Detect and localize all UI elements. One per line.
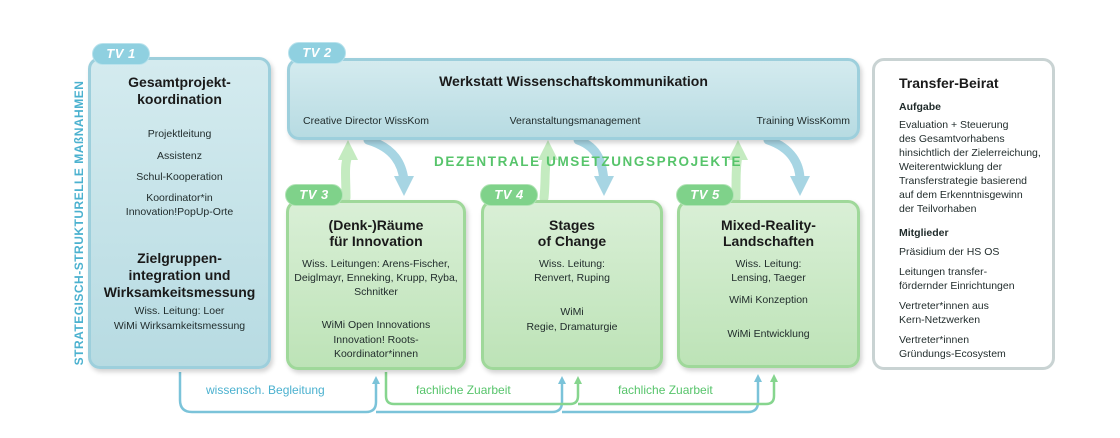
beirat-mitglied: Kern-Netzwerken xyxy=(899,314,981,326)
tv5-title-line1: Mixed-Reality- xyxy=(721,217,816,233)
tv1-item: Projektleitung xyxy=(147,128,212,140)
tv5-line: Wiss. Leitung: xyxy=(735,258,802,270)
tv4-line: WiMi xyxy=(560,306,584,318)
tv1-item: WiMi Wirksamkeitsmessung xyxy=(113,320,246,332)
tv3-title-line2: für Innovation xyxy=(329,233,423,249)
beirat-aufgabe-heading: Aufgabe xyxy=(899,101,941,113)
beirat-box: Transfer-Beirat Aufgabe Evaluation + Ste… xyxy=(872,58,1055,370)
tv2-title: Werkstatt Wissenschaftskommunikation xyxy=(439,73,708,89)
tv1-item: Innovation!PopUp-Orte xyxy=(125,206,234,218)
tv1-box: Gesamtprojekt- koordination Projektleitu… xyxy=(88,57,271,369)
tv5-line: Lensing, Taeger xyxy=(731,272,806,284)
tv1-subtitle-line3: Wirksamkeitsmessung xyxy=(103,284,256,300)
tv1-tab: TV 1 xyxy=(92,43,150,65)
tv3-line: WiMi Open Innovations xyxy=(321,319,431,331)
tv1-subtitle-line2: integration und xyxy=(128,267,231,283)
tv4-title-line1: Stages xyxy=(549,217,595,233)
tv3-title-line1: (Denk-)Räume xyxy=(328,217,424,233)
tv3-box: (Denk-)Räume für Innovation Wiss. Leitun… xyxy=(286,200,466,370)
tv1-item: Schul-Kooperation xyxy=(136,171,223,183)
beirat-mitglied: Leitungen transfer- xyxy=(899,266,988,278)
beirat-mitglied: Vertreter*innen aus xyxy=(899,300,989,312)
tv1-title-line1: Gesamtprojekt- xyxy=(128,74,231,90)
tv4-line: Renvert, Ruping xyxy=(534,272,610,284)
tv3-line: Deiglmayr, Enneking, Krupp, Ryba, xyxy=(294,272,458,284)
tv2-box: Werkstatt Wissenschaftskommunikation Cre… xyxy=(287,58,860,140)
flow-label-begleitung: wissensch. Begleitung xyxy=(206,383,325,397)
tv4-tab: TV 4 xyxy=(480,184,538,206)
tv1-item: Koordinator*in xyxy=(146,192,213,204)
tv4-line: Wiss. Leitung: xyxy=(539,258,605,270)
tv2-item: Training WissKomm xyxy=(756,115,850,127)
tv5-box: Mixed-Reality- Landschaften Wiss. Leitun… xyxy=(677,200,860,368)
tv1-subtitle-line1: Zielgruppen- xyxy=(137,250,222,266)
beirat-mitglied: fördernder Einrichtungen xyxy=(899,280,1015,292)
tv5-tab: TV 5 xyxy=(676,184,734,206)
tv3-line: Innovation! Roots- xyxy=(333,334,419,346)
beirat-aufgabe-line: auf dem Erkenntnisgewinn xyxy=(899,189,1023,201)
tv5-line: WiMi Konzeption xyxy=(729,294,808,306)
tv3-tab: TV 3 xyxy=(285,184,343,206)
tv5-title-line2: Landschaften xyxy=(722,233,814,249)
tv1-item: Wiss. Leitung: Loer xyxy=(134,305,225,317)
tv4-box: Stages of Change Wiss. Leitung: Renvert,… xyxy=(481,200,663,370)
tv5-line: WiMi Entwicklung xyxy=(727,328,810,340)
tv3-line: Schnitker xyxy=(354,286,398,298)
beirat-mitglied: Gründungs-Ecosystem xyxy=(899,348,1006,360)
tv3-line: Koordinator*innen xyxy=(333,348,419,360)
beirat-aufgabe-line: Weiterentwicklung der xyxy=(899,161,1003,173)
flow-label-zuarbeit: fachliche Zuarbeit xyxy=(416,383,511,397)
tv1-title-line2: koordination xyxy=(137,91,222,107)
beirat-aufgabe-line: des Gesamtvorhabens xyxy=(899,133,1005,145)
tv1-item: Assistenz xyxy=(157,150,202,162)
tv4-title-line2: of Change xyxy=(537,233,607,249)
beirat-mitglied: Vertreter*innen xyxy=(899,334,970,346)
flow-label-zuarbeit: fachliche Zuarbeit xyxy=(618,383,713,397)
beirat-title: Transfer-Beirat xyxy=(899,75,999,91)
beirat-aufgabe-line: Transferstrategie basierend xyxy=(899,175,1028,187)
side-label: STRATEGISCH-STRUKTURELLE MAßNAHMEN xyxy=(72,80,86,366)
tv3-line: Wiss. Leitungen: Arens-Fischer, xyxy=(302,258,450,270)
beirat-aufgabe-line: hinsichtlich der Zielerreichung, xyxy=(899,147,1041,159)
beirat-aufgabe-line: der Teilvorhaben xyxy=(899,203,977,215)
tv2-tab: TV 2 xyxy=(288,42,346,64)
center-label: DEZENTRALE UMSETZUNGSPROJEKTE xyxy=(434,154,743,169)
tv4-line: Regie, Dramaturgie xyxy=(526,321,618,333)
beirat-mitglied: Präsidium der HS OS xyxy=(899,246,1000,258)
tv2-item: Veranstaltungsmanagement xyxy=(509,115,641,127)
beirat-mitglieder-heading: Mitglieder xyxy=(899,227,949,239)
beirat-aufgabe-line: Evaluation + Steuerung xyxy=(899,119,1009,131)
tv2-item: Creative Director WissKom xyxy=(303,115,430,127)
